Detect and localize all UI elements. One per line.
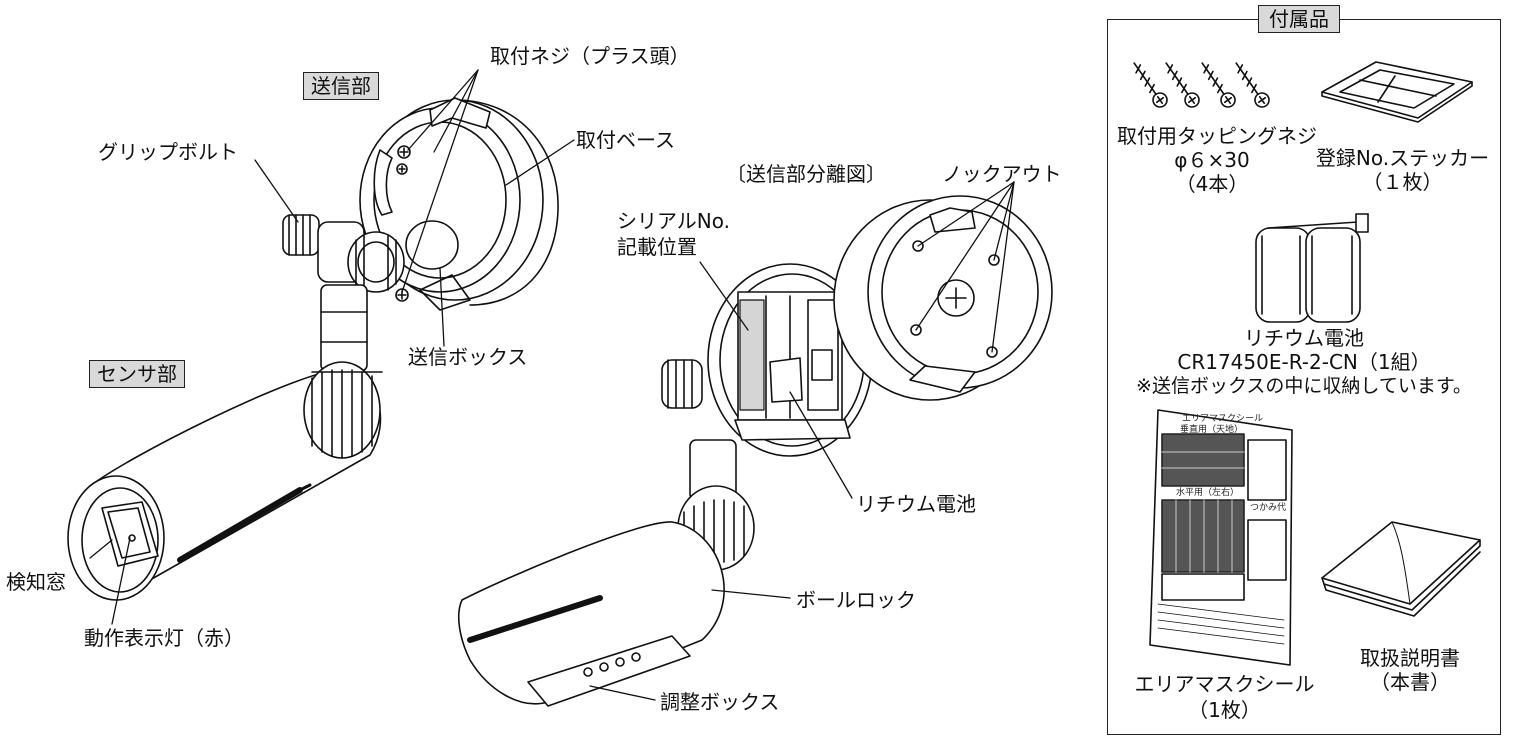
label-knockout: ノックアウト [942,162,1062,186]
acc-battery-line2: CR17450E-R-2-CN（1組） [1177,350,1431,374]
accessory-screws [1133,62,1270,108]
label-mounting-base: 取付ベース [576,128,675,152]
accessories-title: 付属品 [1258,5,1340,33]
tag-sensor: センサ部 [89,360,185,388]
accessory-manual [1321,521,1481,617]
acc-sticker-line2: （１枚） [1362,170,1443,194]
acc-manual-line1: 取扱説明書 [1360,646,1460,670]
seal-card-title: エリアマスクシール [1182,414,1264,424]
acc-seal-line1: エリアマスクシール [1134,672,1315,696]
label-operation-lamp: 動作表示灯（赤） [84,626,244,650]
leader-lines [89,69,1015,701]
assembled-unit [67,97,559,601]
acc-sticker-line1: 登録No.ステッカー [1315,146,1490,170]
seal-card-grip: つかみ代 [1250,503,1287,513]
acc-battery-line3: ※送信ボックスの中に収納しています。 [1136,375,1472,397]
label-lithium-battery: リチウム電池 [856,492,976,516]
acc-seal-line2: （1枚） [1188,698,1261,722]
accessory-seal-card [1149,409,1293,666]
label-serial-line1: シリアルNo. [617,209,731,233]
seal-card-sub: 垂直用（天地） [1180,425,1244,435]
label-exploded-view: 〔送信部分離図〕 [726,162,886,186]
accessory-battery [1255,213,1369,323]
exploded-unit [457,195,1053,707]
tag-transmitter: 送信部 [303,72,379,100]
label-mounting-screw: 取付ネジ（プラス頭） [490,44,690,68]
acc-manual-line2: （本書） [1370,670,1450,694]
acc-screws-line3: （4本） [1175,172,1249,196]
label-detection-window: 検知窓 [6,570,66,594]
label-adjust-box: 調整ボックス [660,690,780,714]
label-ball-lock: ボールロック [796,588,916,612]
acc-screws-line1: 取付用タッピングネジ [1117,124,1317,148]
label-transmit-box: 送信ボックス [408,345,528,369]
acc-screws-line2: φ６×30 [1174,148,1250,172]
seal-card-horizontal: 水平用（左右） [1176,488,1240,498]
label-serial-line2: 記載位置 [617,235,697,259]
accessory-sticker [1321,61,1473,123]
label-grip-bolt: グリップボルト [98,140,238,164]
acc-battery-line1: リチウム電池 [1244,326,1364,350]
